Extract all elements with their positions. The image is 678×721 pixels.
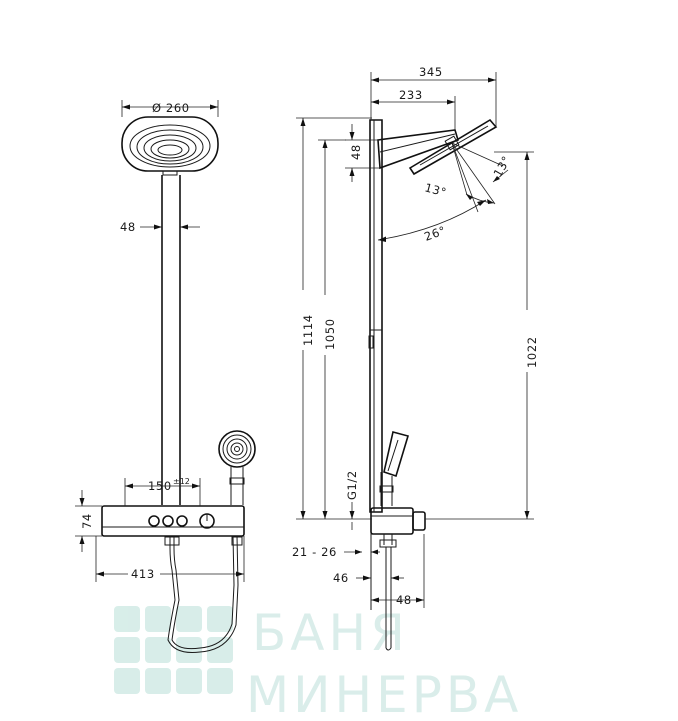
dim-controller-height-label: 74	[80, 513, 94, 529]
dim-pipe-offset: 46	[333, 571, 404, 585]
overhead-shower-front	[121, 116, 219, 176]
dim-total-width-label: 413	[131, 567, 155, 581]
angle-tilt-1-label: 13°	[423, 180, 448, 199]
dim-hand-offset: 48	[371, 534, 425, 608]
dim-height-head: 1022	[425, 151, 539, 520]
column-side	[368, 119, 383, 513]
dim-arm-height: 48	[345, 124, 380, 182]
dim-height-total: 1114	[296, 117, 372, 520]
dim-spacing: 150 ±12	[124, 477, 201, 506]
dim-depth-total-label: 345	[419, 65, 443, 79]
front-view: Ø 260 48 150 ±12 74	[75, 100, 256, 653]
dim-hand-offset-label: 48	[396, 593, 412, 607]
dim-pipe-offset-label: 46	[333, 571, 349, 585]
riser-pipe-front	[161, 175, 181, 505]
watermark-line2: МИНЕРВА	[246, 666, 522, 721]
dim-depth-arm: 233	[371, 88, 456, 130]
dim-spacing-label: 150	[148, 479, 172, 493]
hose-side	[385, 547, 392, 651]
watermark: БАНЯ МИНЕРВА	[114, 604, 522, 721]
angle-total-label: 26°	[422, 223, 448, 244]
side-view: 345 233 48 1114	[292, 65, 539, 651]
dim-height-outlet-label: 1050	[323, 318, 337, 350]
watermark-line1: БАНЯ	[252, 604, 409, 662]
dim-pipe-width: 48	[120, 220, 200, 234]
angle-rays	[377, 142, 509, 242]
dim-wall-distance: 21 - 26	[292, 522, 380, 559]
dim-thread: G1/2	[345, 470, 359, 519]
dim-depth-arm-label: 233	[399, 88, 423, 102]
dim-head-diameter: Ø 260	[121, 100, 219, 117]
dim-thread-label: G1/2	[345, 470, 359, 500]
dim-arm-height-label: 48	[349, 144, 363, 160]
hand-shower-side	[379, 431, 410, 506]
dim-depth-total: 345	[370, 65, 497, 127]
thermostat-side	[370, 507, 426, 548]
dim-pipe-width-label: 48	[120, 220, 136, 234]
dim-wall-distance-label: 21 - 26	[292, 545, 337, 559]
dim-total-width: 413	[95, 536, 245, 582]
dim-height-total-label: 1114	[301, 314, 315, 346]
dim-head-diameter-label: Ø 260	[152, 101, 190, 115]
hand-shower-front	[218, 430, 256, 505]
dim-spacing-tolerance: ±12	[173, 477, 190, 486]
watermark-logo	[114, 606, 233, 694]
angle-tilt-2-label: 13°	[490, 153, 513, 179]
hoses-front	[164, 535, 243, 653]
dim-height-outlet: 1050	[318, 139, 346, 519]
dim-controller-height: 74	[75, 490, 102, 552]
thermostat-front	[101, 505, 245, 537]
dim-height-head-label: 1022	[525, 336, 539, 368]
